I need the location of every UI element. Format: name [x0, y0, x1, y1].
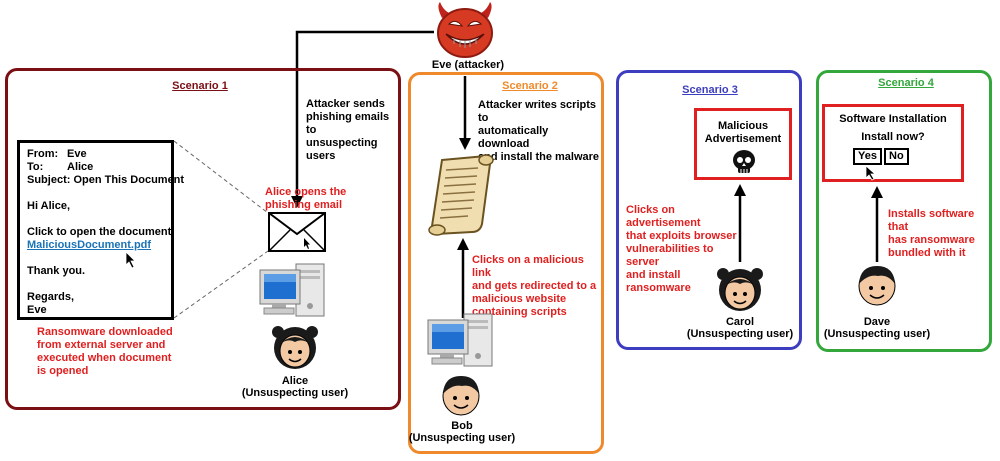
skull-icon	[733, 150, 755, 173]
malicious-ad-line1: Malicious	[717, 120, 769, 132]
alice-avatar	[272, 326, 318, 369]
carol-role: (Unsuspecting user)	[686, 328, 794, 340]
script-scroll-icon	[428, 154, 494, 236]
carol-name: Carol	[725, 316, 755, 328]
email-to-label: To:	[27, 161, 44, 173]
email-greeting: Hi Alice,	[27, 200, 70, 212]
no-button[interactable]: No	[884, 148, 909, 165]
email-subject: Subject: Open This Document	[27, 174, 185, 186]
scenario4-install-step: Installs software that has ransomware bu…	[888, 208, 975, 259]
scenario1-attacker-step: Attacker sends phishing emails to unsusp…	[306, 98, 390, 162]
scenario2-click-step: Clicks on a malicious link and gets redi…	[472, 254, 597, 318]
scenario2-panel	[408, 72, 604, 454]
malicious-ad-line2: Advertisement	[704, 133, 782, 145]
alice-role: (Unsuspecting user)	[241, 387, 349, 399]
scenario1-ransomware-note: Ransomware downloaded from external serv…	[37, 326, 173, 377]
scenario1-title: Scenario 1	[172, 80, 228, 92]
scenario2-title: Scenario 2	[502, 80, 558, 92]
scenario3-click-step: Clicks on advertisement that exploits br…	[626, 204, 737, 294]
email-from-label: From:	[27, 148, 59, 160]
yes-button[interactable]: Yes	[853, 148, 882, 165]
alice-name: Alice	[281, 375, 309, 387]
scenario3-title: Scenario 3	[682, 84, 738, 96]
dave-avatar	[858, 266, 896, 306]
carol-avatar	[717, 268, 763, 311]
bob-computer-icon	[427, 313, 493, 367]
install-dialog-box: Software Installation Install now? Yes N…	[822, 104, 964, 182]
malicious-ad-box[interactable]: Malicious Advertisement	[694, 108, 792, 180]
scenario1-panel	[5, 68, 401, 410]
email-signature: Eve	[27, 304, 47, 316]
scenario1-open-step: Alice opens the phishing email	[265, 186, 347, 211]
attacker-label: Eve (attacker)	[431, 59, 505, 71]
email-to-value: Alice	[67, 161, 94, 173]
envelope-icon	[268, 212, 326, 252]
email-from-value: Eve	[67, 148, 87, 160]
install-dialog-title: Software Installation	[839, 113, 947, 125]
alice-computer-icon	[259, 263, 325, 317]
dave-role: (Unsuspecting user)	[823, 328, 931, 340]
bob-name: Bob	[451, 420, 473, 432]
email-thanks: Thank you.	[27, 265, 86, 277]
scenario4-panel	[816, 70, 992, 352]
bob-avatar	[442, 376, 480, 416]
email-regards: Regards,	[27, 291, 75, 303]
scenario3-panel	[616, 70, 802, 350]
scenario2-attacker-step: Attacker writes scripts to automatically…	[478, 99, 600, 163]
devil-icon	[437, 2, 493, 58]
phishing-email-card: From: Eve To: Alice Subject: Open This D…	[17, 140, 184, 320]
install-dialog-question: Install now?	[861, 131, 925, 143]
dave-name: Dave	[863, 316, 891, 328]
scenario4-title: Scenario 4	[878, 77, 934, 89]
email-body: Click to open the document.	[27, 226, 175, 238]
cursor-icon	[865, 165, 877, 181]
cursor-icon	[125, 251, 136, 269]
bob-role: (Unsuspecting user)	[408, 432, 516, 444]
malicious-document-link[interactable]: MaliciousDocument.pdf	[27, 239, 152, 251]
